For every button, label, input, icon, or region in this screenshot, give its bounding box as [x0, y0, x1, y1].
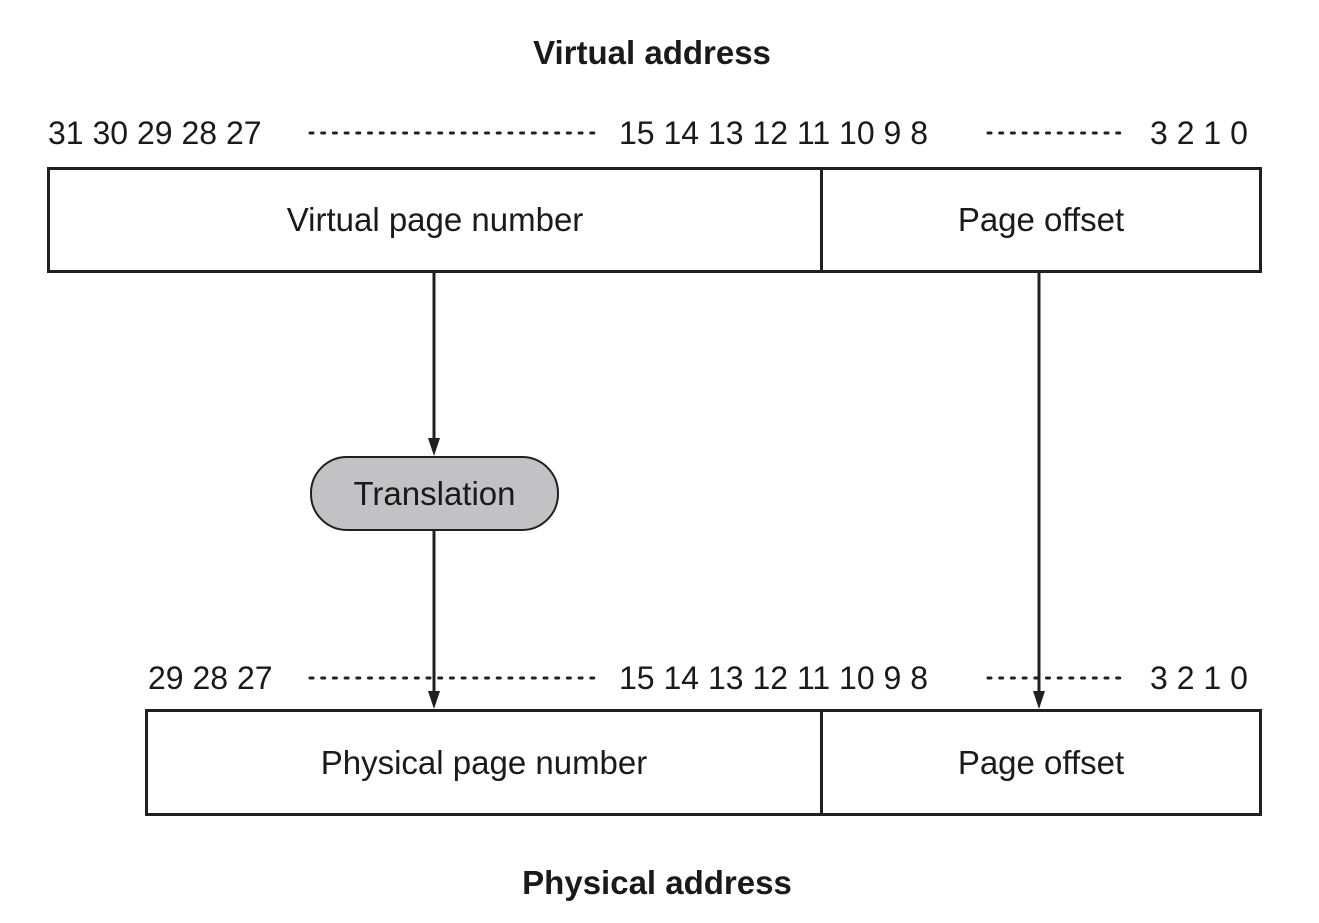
virtual-page-offset-field: Page offset	[957, 201, 1125, 238]
virtual-bits-high: 31 30 29 28 27	[48, 115, 262, 151]
virtual-address-title: Virtual address	[533, 34, 771, 71]
physical-page-offset-field: Page offset	[957, 743, 1125, 781]
physical-address-register: Physical page number Page offset	[145, 709, 1262, 816]
virtual-field-divider	[820, 170, 823, 270]
physical-page-number-field: Physical page number	[320, 743, 648, 781]
virtual-bits-low: 3 2 1 0	[1150, 115, 1248, 151]
arrowhead-ppn-in	[428, 691, 440, 709]
physical-address-title: Physical address	[522, 864, 792, 901]
virtual-page-number-field: Virtual page number	[286, 201, 584, 238]
physical-bits-low: 3 2 1 0	[1150, 660, 1248, 696]
physical-bits-mid: 15 14 13 12 11 10 9 8	[619, 660, 929, 696]
physical-bits-high: 29 28 27	[148, 660, 273, 696]
arrowhead-translation-in	[428, 438, 440, 456]
virtual-address-register: Virtual page number Page offset	[47, 167, 1262, 273]
translation-node: Translation	[310, 456, 559, 531]
physical-field-divider	[820, 712, 823, 813]
arrowhead-offset-in	[1033, 691, 1045, 709]
virtual-bits-mid: 15 14 13 12 11 10 9 8	[619, 115, 929, 151]
